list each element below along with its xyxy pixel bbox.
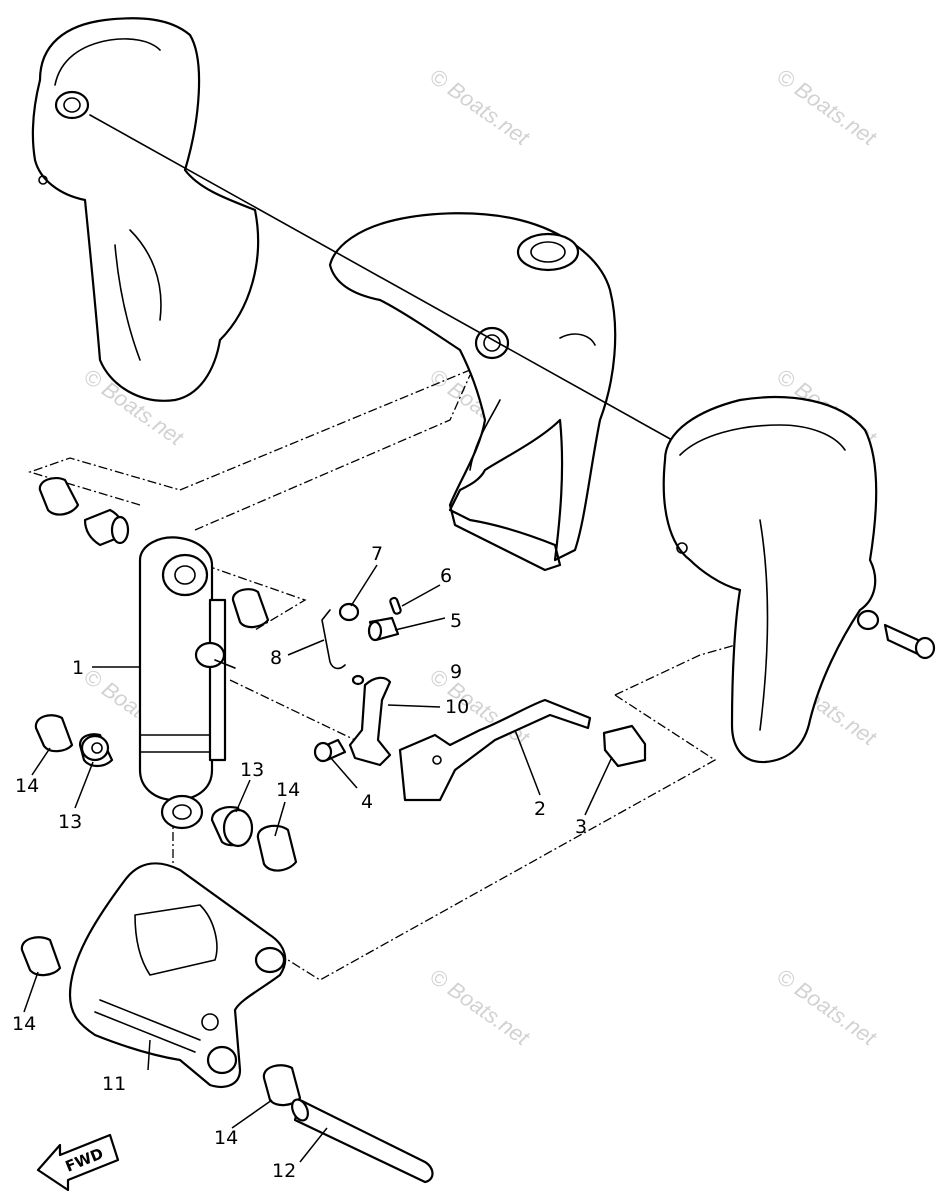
callout-13-left: 13 xyxy=(58,811,82,833)
callout-1: 1 xyxy=(72,657,84,679)
callout-3: 3 xyxy=(575,816,587,838)
callout-14-left: 14 xyxy=(15,775,39,797)
clamp-bracket-right xyxy=(662,395,878,764)
watermark: © Boats.net xyxy=(425,964,534,1051)
fwd-arrow: FWD xyxy=(36,1133,120,1192)
callout-14-mid: 14 xyxy=(276,779,300,801)
callout-11: 11 xyxy=(102,1073,126,1095)
callout-12: 12 xyxy=(272,1160,296,1182)
swivel-bracket xyxy=(328,212,617,572)
small-hardware xyxy=(313,596,647,802)
collar-parts xyxy=(20,476,302,1107)
callout-6: 6 xyxy=(440,565,452,587)
bolt-right xyxy=(856,609,936,660)
pivot-shaft-line xyxy=(89,114,691,451)
watermark: © Boats.net xyxy=(772,64,881,151)
callout-13-top: 13 xyxy=(240,759,264,781)
shaft-12 xyxy=(291,1098,434,1184)
callout-5: 5 xyxy=(450,610,462,632)
pin-6 xyxy=(389,596,402,615)
clamp-bracket-left xyxy=(31,17,260,402)
callout-14-lower: 14 xyxy=(12,1013,36,1035)
wire-spring-8 xyxy=(321,609,346,670)
stern-bracket-11 xyxy=(68,862,287,1088)
callout-4: 4 xyxy=(361,791,373,813)
callout-10: 10 xyxy=(445,696,469,718)
callout-labels: 1 2 3 4 5 6 7 8 9 10 11 12 13 13 14 14 1… xyxy=(12,543,587,1182)
grip-3 xyxy=(602,724,647,768)
nut-7 xyxy=(338,602,360,622)
leader-lines xyxy=(23,564,613,1163)
tilt-cylinder xyxy=(138,536,236,830)
watermark: © Boats.net xyxy=(425,64,534,151)
callout-8: 8 xyxy=(270,647,282,669)
watermark: © Boats.net xyxy=(772,964,881,1051)
callout-2: 2 xyxy=(534,798,546,820)
callout-9: 9 xyxy=(450,661,462,683)
bushing-parts xyxy=(78,508,254,848)
callout-14-bottom: 14 xyxy=(214,1127,238,1149)
callout-7: 7 xyxy=(371,543,383,565)
washer-9 xyxy=(351,674,365,686)
lever-10 xyxy=(348,676,392,767)
lever-arm-2 xyxy=(398,698,592,802)
